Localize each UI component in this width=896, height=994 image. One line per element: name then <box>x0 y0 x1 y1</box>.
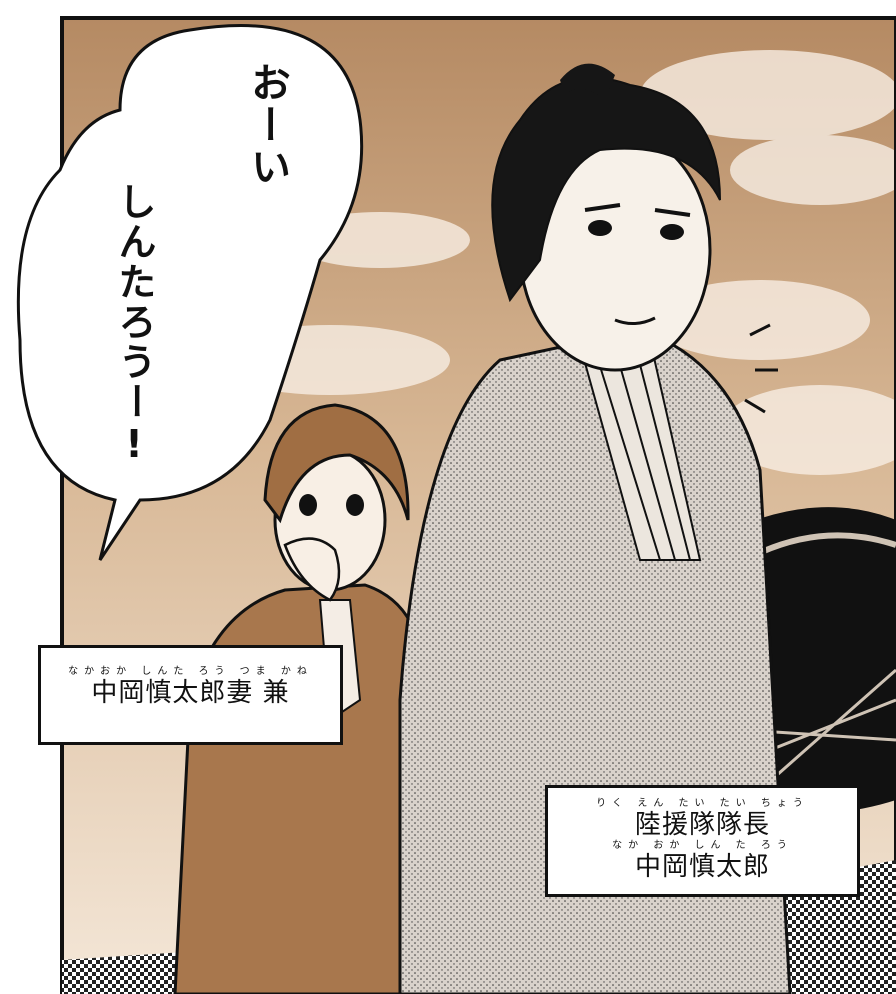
speech-line-2: しんたろうー! <box>112 182 156 468</box>
speech-bubble <box>16 24 364 561</box>
caption-wife: なかおか しんた ろう つま かね 中岡慎太郎妻 兼 <box>38 645 343 745</box>
clouds <box>210 50 896 475</box>
caption-shintaro-name: 中岡慎太郎 <box>634 852 770 882</box>
caption-shintaro-name-ruby: なか おか しん た ろう <box>612 840 793 851</box>
speech-line-1: おーい <box>244 62 290 188</box>
caption-shintaro-title: 陸援隊隊長 <box>634 810 770 840</box>
surprise-marks <box>744 323 778 414</box>
caption-wife-ruby: なかおか しんた ろう つま かね <box>68 666 313 677</box>
caption-shintaro: りく えん たい たい ちょう 陸援隊隊長 なか おか しん た ろう 中岡慎太… <box>545 785 860 897</box>
caption-shintaro-title-ruby: りく えん たい たい ちょう <box>596 798 809 809</box>
panel-border <box>60 16 896 994</box>
caption-wife-name: 中岡慎太郎妻 兼 <box>91 678 290 708</box>
